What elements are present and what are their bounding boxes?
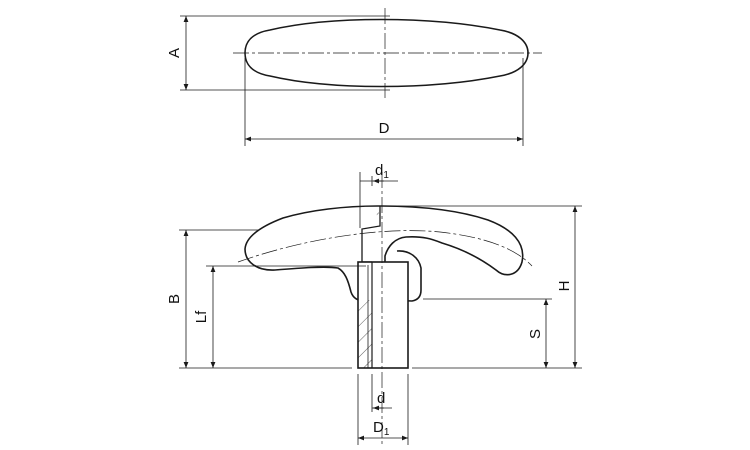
top-view: A D (166, 8, 542, 146)
shank-section-hatch (358, 300, 372, 368)
dim-Lf-label: Lf (193, 310, 210, 323)
side-view: d1 H S B Lf d D1 (166, 162, 582, 445)
dim-D-label: D (379, 120, 390, 137)
dim-D1-label: D1 (373, 419, 390, 438)
dim-H-label: H (556, 281, 573, 292)
dim-A-label: A (166, 48, 183, 58)
knob-side-outline (377, 205, 524, 276)
dim-d-label: d (377, 390, 385, 407)
knob-side-left-outline (244, 205, 379, 302)
dim-B-label: B (166, 294, 183, 304)
dim-S-label: S (527, 329, 544, 339)
dim-d1-label: d1 (375, 162, 389, 181)
knob-centerline-arc (237, 230, 533, 267)
